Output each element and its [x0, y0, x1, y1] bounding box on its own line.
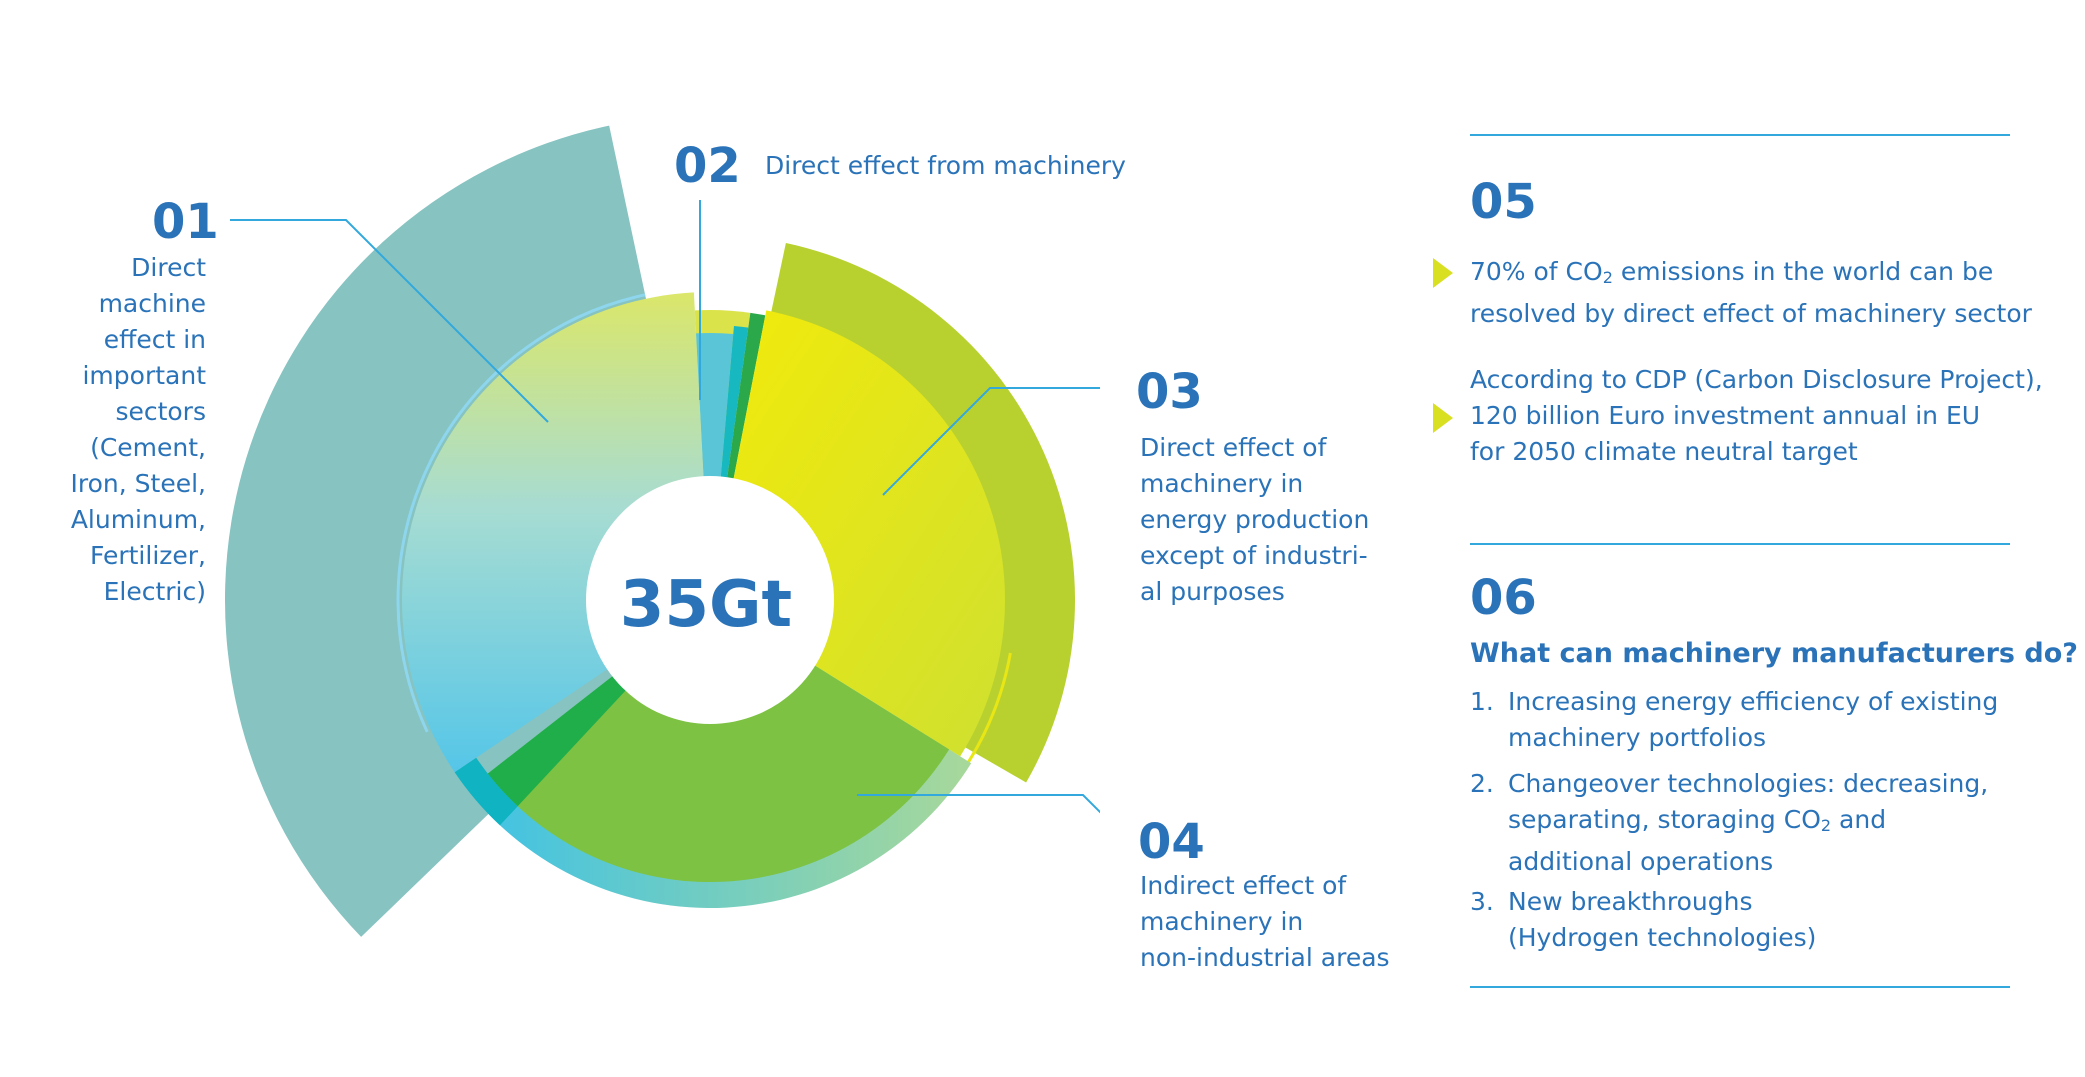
list-item-2-text-a: Changeover technologies: decreasing, sep…	[1508, 769, 1989, 834]
center-total-label: 35Gt	[620, 568, 792, 642]
list-item-1-text: Increasing energy efficiency of existing…	[1508, 687, 1999, 752]
bullet-1-text-b: emissions in the world can be resolved b…	[1470, 257, 2032, 328]
list-item-2-subscript: 2	[1820, 816, 1832, 835]
leader-line-03	[882, 387, 1100, 496]
list-item-1: 1. Increasing energy efficiency of exist…	[1470, 684, 2070, 756]
list-item-1-number: 1.	[1470, 687, 1494, 716]
section-06-number: 06	[1470, 570, 1537, 626]
list-item-2-text-b: and additional operations	[1508, 805, 1887, 876]
center-circle	[586, 476, 834, 724]
segment-01-label: Direct machine effect in important secto…	[70, 253, 206, 606]
segment-04-teal-accent	[454, 757, 518, 826]
bullet-marker-2	[1433, 403, 1453, 433]
divider-middle	[1470, 543, 2010, 545]
segment-01-number: 01	[152, 194, 219, 250]
list-item-3: 3. New breakthroughs (Hydrogen technolog…	[1470, 884, 2070, 956]
leader-line-01	[230, 219, 549, 423]
segment-04-wedge	[487, 600, 950, 882]
bullet-1-text-a: 70% of CO	[1470, 257, 1603, 286]
list-item-2-number: 2.	[1470, 769, 1494, 798]
leader-line-04	[857, 794, 1100, 814]
emissions-diagram: 35Gt	[225, 125, 1100, 937]
segment-03-number: 03	[1136, 364, 1203, 420]
divider-top	[1470, 134, 2010, 136]
list-item-3-text: New breakthroughs (Hydrogen technologies…	[1508, 887, 1817, 952]
list-item-3-number: 3.	[1470, 887, 1494, 916]
segment-02-label: Direct effect from machinery	[765, 151, 1126, 180]
segment-04-number: 04	[1138, 814, 1205, 870]
section-06-heading: What can machinery manufacturers do?	[1470, 638, 2078, 669]
section-05-number: 05	[1470, 174, 1537, 230]
segment-01-wedge	[402, 292, 710, 773]
segment-03-label: Direct effect of machinery in energy pro…	[1140, 433, 1370, 606]
list-item-2-text: Changeover technologies: decreasing, sep…	[1508, 766, 1988, 880]
section-05-bullet-2: According to CDP (Carbon Disclosure Proj…	[1470, 365, 2043, 466]
divider-bottom	[1470, 986, 2010, 988]
bullet-marker-1	[1433, 258, 1453, 288]
segment-02-number: 02	[674, 138, 741, 194]
segment-02-wedge	[696, 332, 734, 600]
section-05-bullet-1: 70% of CO2 emissions in the world can be…	[1470, 254, 2070, 332]
outer-ring-arc-left	[396, 293, 646, 733]
segment-04-label: Indirect effect of machinery in non-indu…	[1140, 871, 1390, 972]
bullet-1-subscript: 2	[1602, 268, 1613, 287]
list-item-2: 2. Changeover technologies: decreasing, …	[1470, 766, 2070, 876]
